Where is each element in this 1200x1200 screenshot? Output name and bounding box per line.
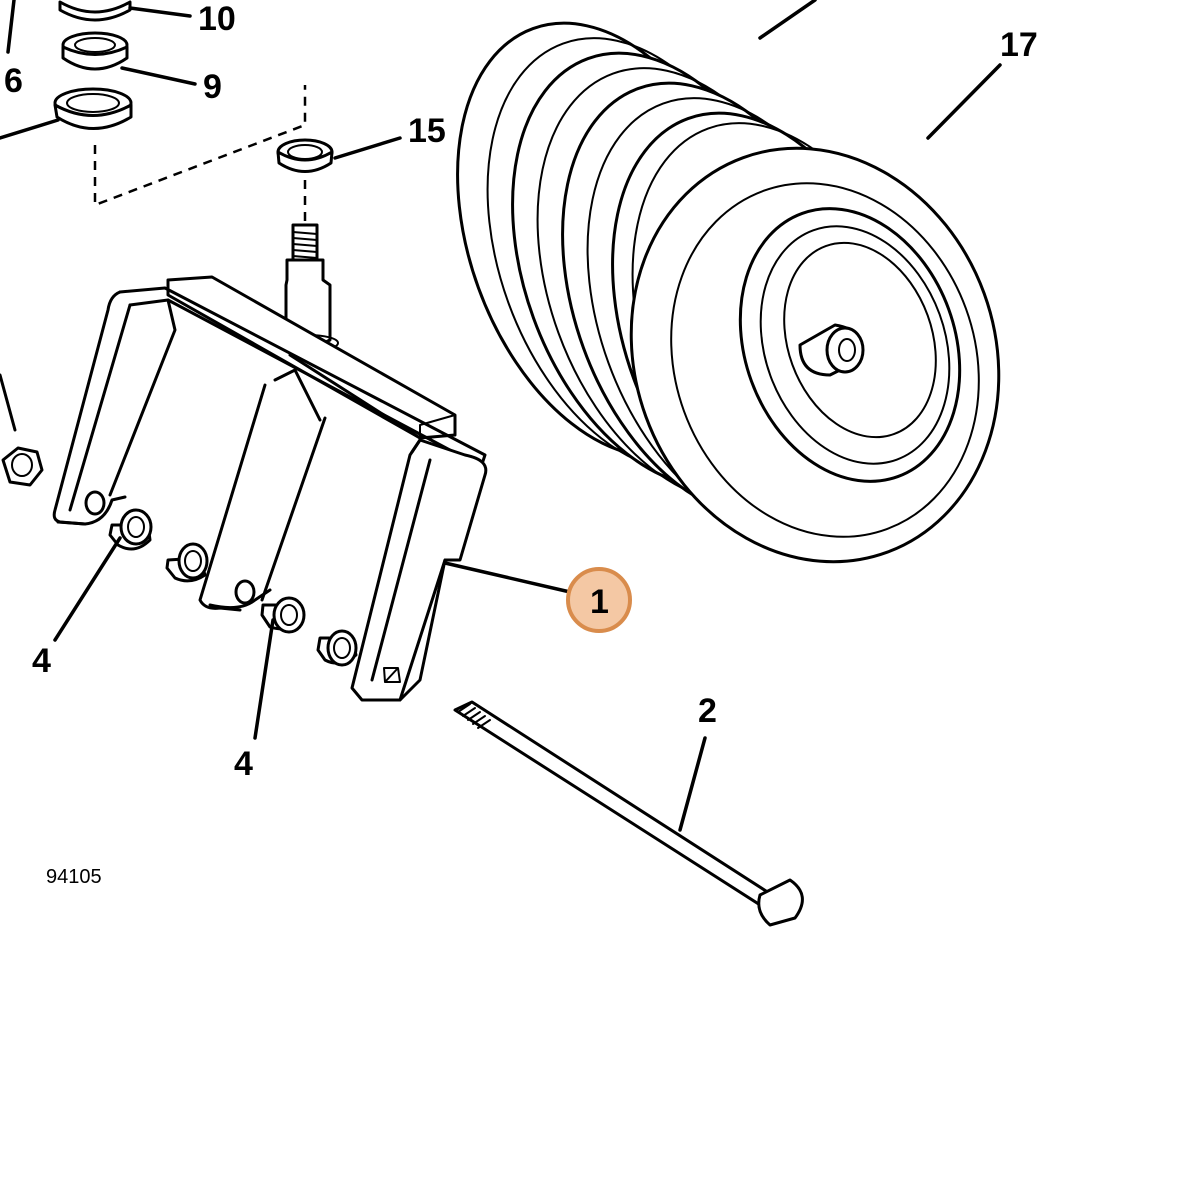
callout-17: 17 [1000, 26, 1038, 64]
nut-part [0, 373, 44, 487]
caster-fork-part-1 [52, 223, 488, 702]
leader-line-2 [678, 736, 707, 832]
callout-9: 9 [203, 68, 222, 106]
bearing-cup-part-6 [53, 87, 133, 130]
leader-line-17 [926, 63, 1002, 140]
leader-line-9 [120, 66, 197, 86]
spacer-part-4-right [316, 629, 358, 667]
leader-line-4-left [53, 536, 122, 642]
leader-line-15 [333, 136, 402, 160]
callout-2: 2 [698, 692, 717, 730]
washer-part-10 [58, 0, 132, 22]
leader-line-1 [443, 561, 572, 594]
callout-6: 6 [4, 62, 23, 100]
leader-line-10 [128, 6, 192, 18]
figure-number: 94105 [46, 866, 102, 888]
caster-wheel-part-17 [456, 21, 1001, 564]
callout-1[interactable]: 1 [590, 583, 609, 621]
highlight-circle-callout-1[interactable] [566, 567, 632, 633]
leader-line-4-center [253, 618, 275, 740]
leader-line-wheel-top [758, 0, 817, 40]
assembly-dashed-line [93, 85, 307, 207]
carriage-bolt-part-2 [453, 700, 804, 927]
bearing-cone-part-9 [61, 31, 129, 71]
spacer-part-4-center [260, 596, 306, 634]
callout-4-center: 4 [234, 745, 253, 783]
leader-line-6 [6, 0, 16, 54]
leader-line-6-lower [0, 118, 60, 140]
callout-4-left: 4 [32, 642, 51, 680]
spacer-part-15 [276, 138, 334, 173]
spacer-part-4-inner-left [165, 542, 209, 583]
spacer-part-4-left [108, 508, 153, 551]
callout-10: 10 [198, 0, 236, 38]
callout-15: 15 [408, 112, 446, 150]
